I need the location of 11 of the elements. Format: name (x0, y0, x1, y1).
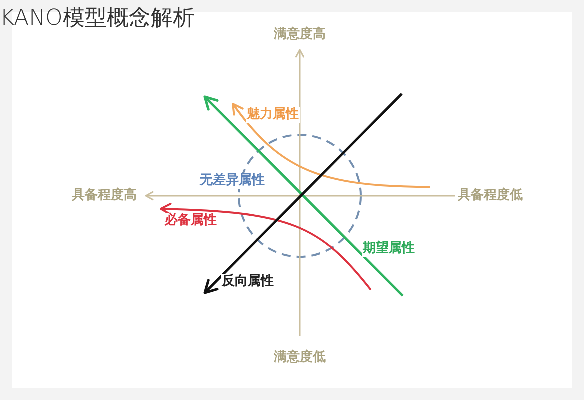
circle-label: 无差异属性 (199, 173, 266, 189)
curve-label: 反向属性 (221, 274, 275, 290)
page-title: KANO模型概念解析 (0, 5, 195, 33)
axis-label: 满意度低 (274, 350, 326, 366)
dashed-circle (238, 134, 362, 258)
curve-label: 期望属性 (362, 241, 416, 257)
axis-label: 具备程度高 (72, 188, 137, 204)
curve-label: 必备属性 (164, 213, 218, 229)
axis-label: 具备程度低 (458, 188, 523, 204)
axis-label: 满意度高 (274, 27, 326, 43)
curve-label: 魅力属性 (246, 107, 300, 123)
